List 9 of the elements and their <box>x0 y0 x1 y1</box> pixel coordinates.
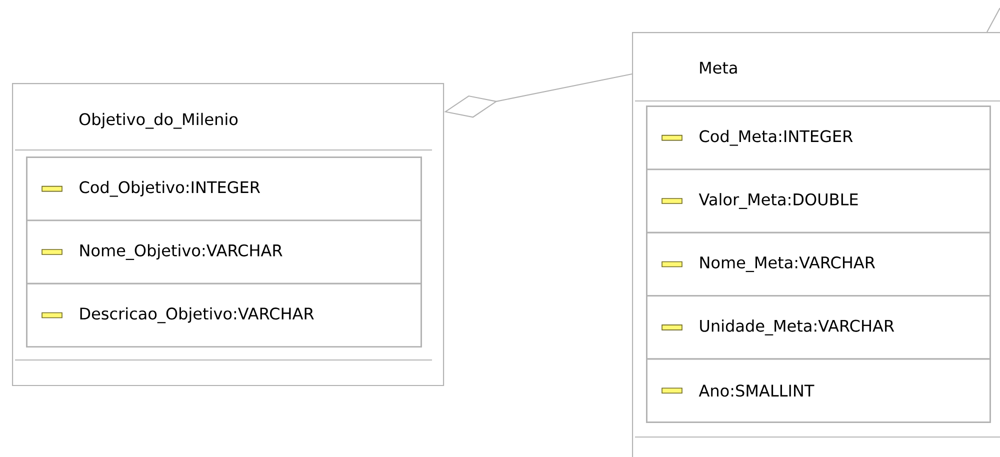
attribute-row: Nome_Meta:VARCHAR <box>646 232 991 297</box>
attribute-row: Descricao_Objetivo:VARCHAR <box>26 282 422 348</box>
attribute-row: Nome_Objetivo:VARCHAR <box>26 220 422 284</box>
attribute-row: Cod_Objetivo:INTEGER <box>26 156 422 222</box>
aggregation-line <box>986 8 1000 32</box>
attribute-row: Ano:SMALLINT <box>646 358 991 423</box>
attribute-row: Valor_Meta:DOUBLE <box>646 168 991 234</box>
attribute-row: Cod_Meta:INTEGER <box>646 106 991 170</box>
attribute-row: Unidade_Meta:VARCHAR <box>646 295 991 360</box>
